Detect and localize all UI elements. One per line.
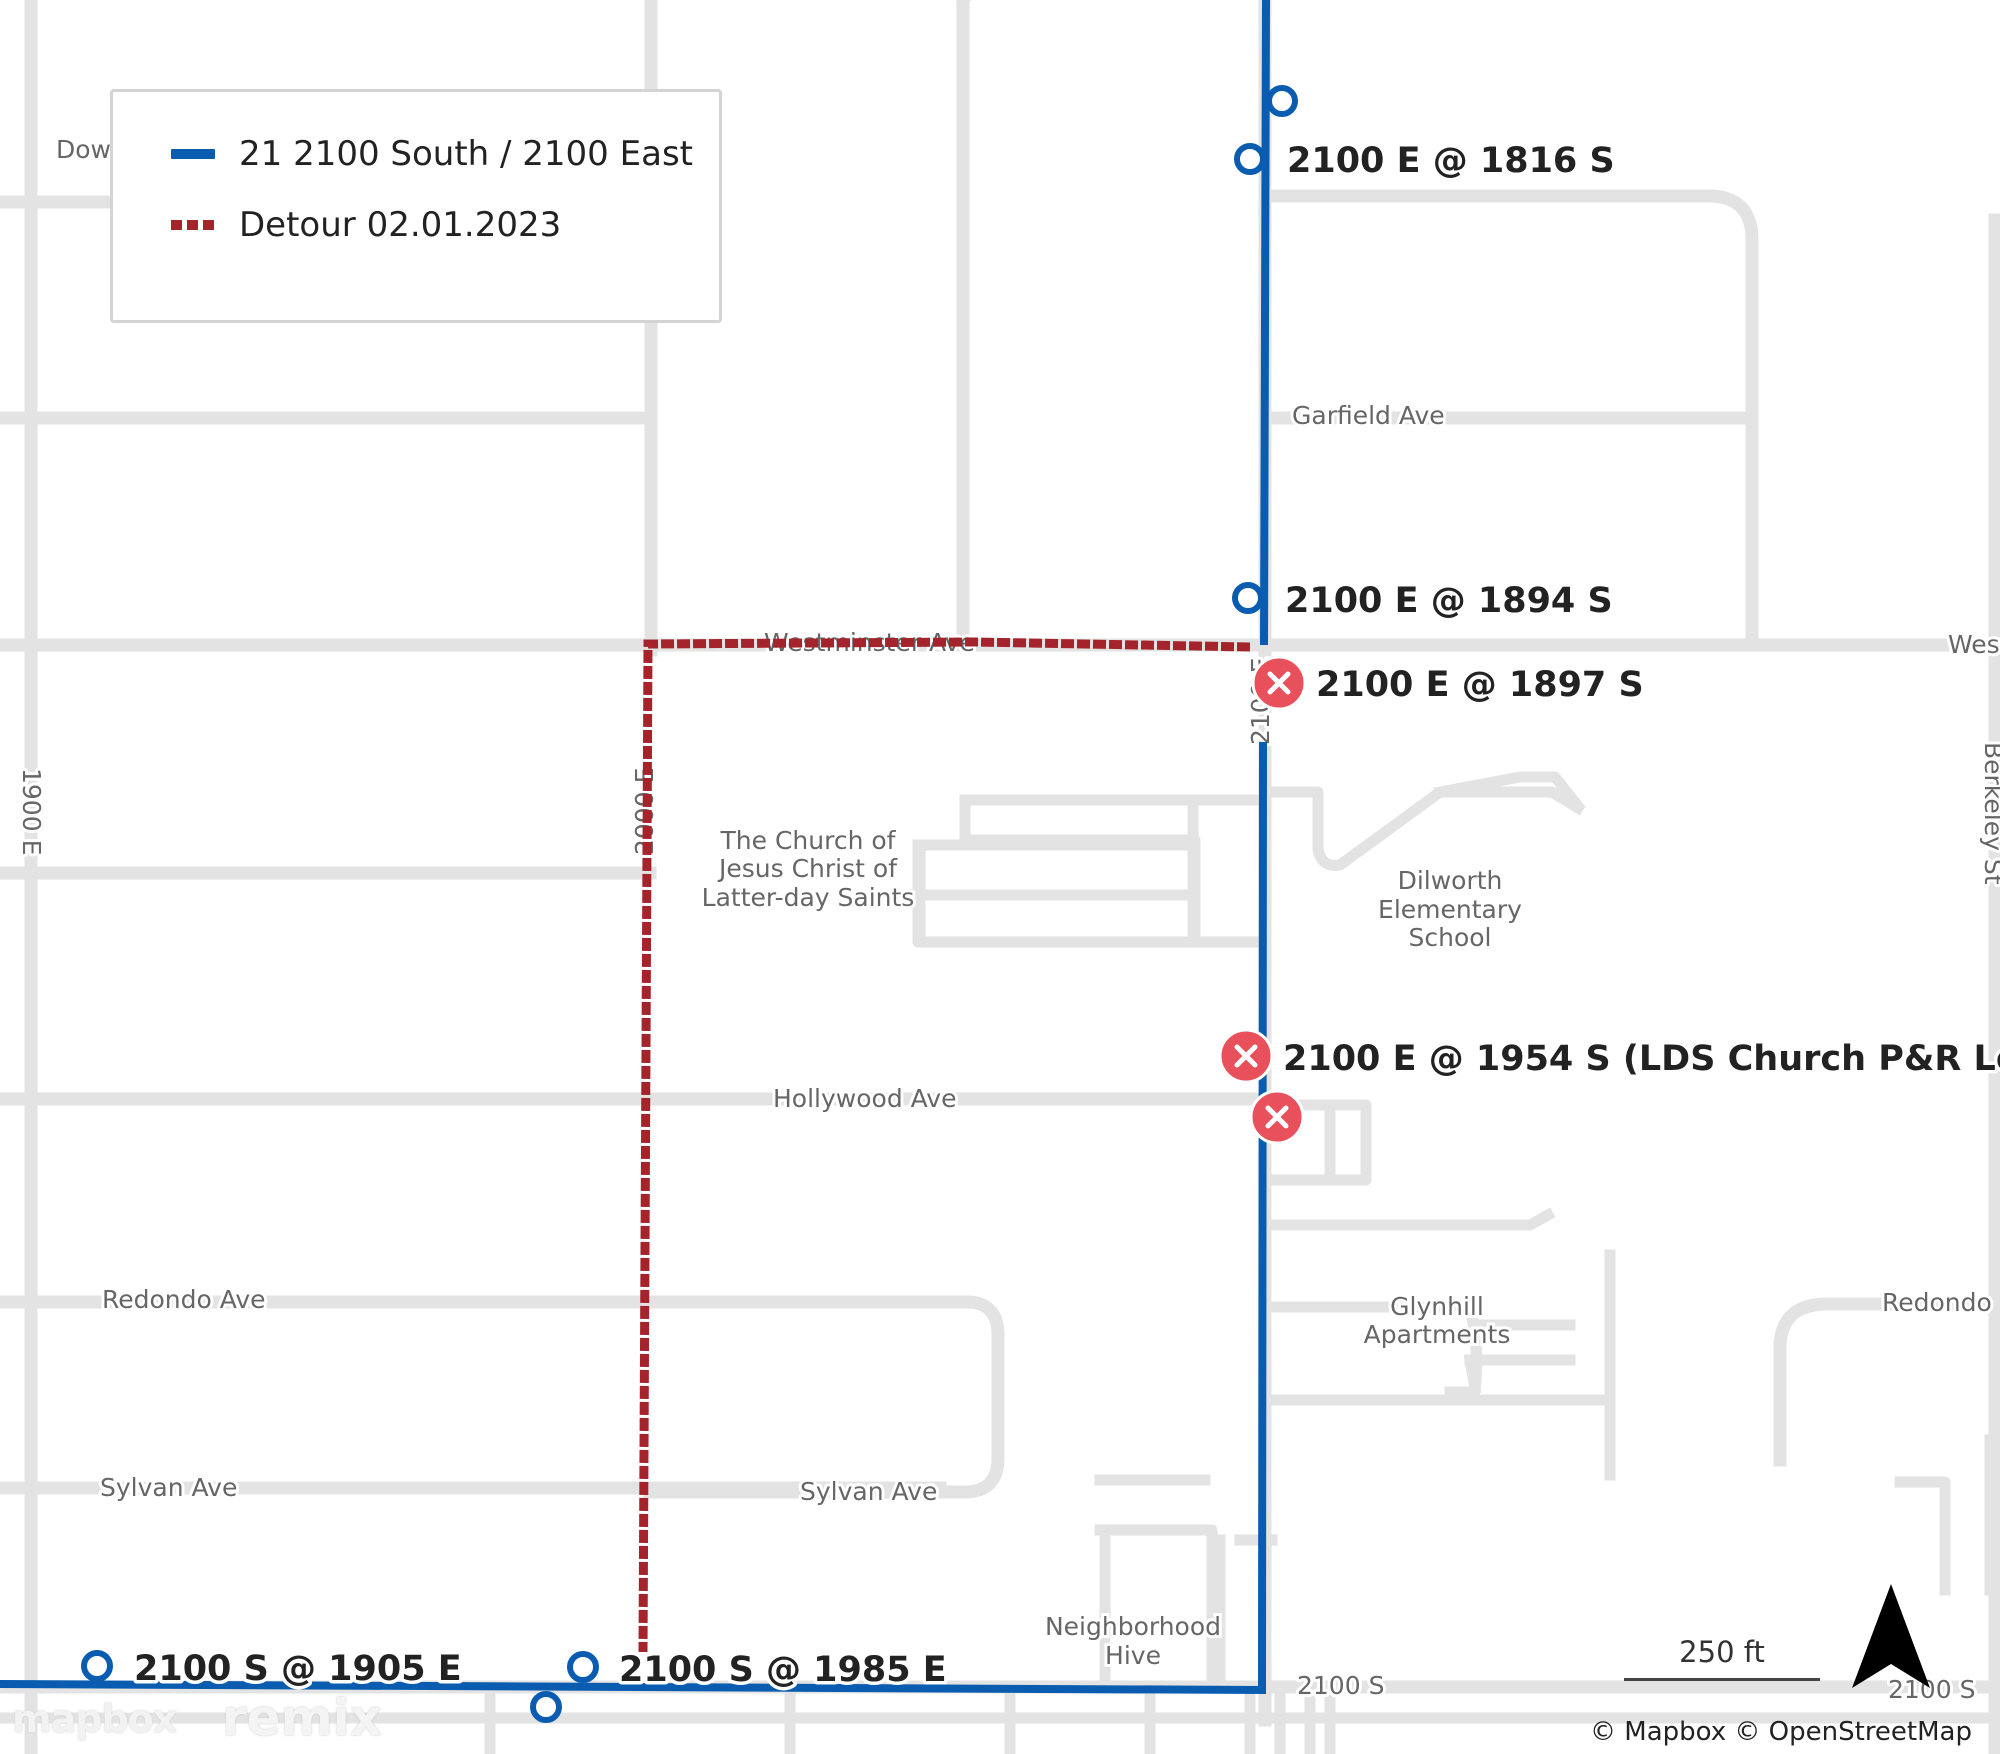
remix-logo[interactable]: remix bbox=[222, 1689, 383, 1747]
close-icon bbox=[1234, 1044, 1258, 1068]
poi-church-line-3: Latter-day Saints bbox=[702, 883, 915, 912]
street-label-sylvan-mid: Sylvan Ave bbox=[800, 1477, 937, 1506]
open-stops[interactable] bbox=[81, 85, 1298, 1723]
stop-label-1954s: 2100 E @ 1954 S (LDS Church P&R Lot bbox=[1283, 1039, 2000, 1079]
glynhill-drive-3 bbox=[1444, 1303, 1483, 1398]
stop-label-1894s: 2100 E @ 1894 S bbox=[1285, 581, 1613, 621]
legend-swatch-route bbox=[171, 149, 215, 159]
closed-stops[interactable] bbox=[1218, 655, 1307, 1145]
east-stubs bbox=[1894, 1434, 1996, 1596]
closed-stop-lot[interactable] bbox=[1249, 1089, 1305, 1145]
street-labels: Dow Garfield Ave Westminster Ave Wes Hol… bbox=[14, 132, 2000, 1707]
street-label-1900e: 1900 E bbox=[17, 768, 46, 855]
stop-label-1897s: 2100 E @ 1897 S bbox=[1316, 665, 1644, 705]
stop-marker-south[interactable] bbox=[530, 1691, 562, 1723]
scale-bar: 250 ft bbox=[1624, 1635, 1820, 1681]
map-legend: 21 2100 South / 2100 East Detour 02.01.2… bbox=[110, 89, 722, 323]
stop-marker-1985e[interactable] bbox=[567, 1651, 599, 1683]
legend-item-route: 21 2100 South / 2100 East bbox=[171, 134, 693, 174]
glynhill-drive-1 bbox=[1266, 1207, 1556, 1231]
legend-label-detour: Detour 02.01.2023 bbox=[239, 205, 562, 245]
scale-line bbox=[1624, 1678, 1820, 1681]
closed-stop-1897s[interactable] bbox=[1251, 655, 1307, 711]
poi-church-line-1: The Church of bbox=[720, 826, 897, 855]
poi-hive-line-1: Neighborhood bbox=[1045, 1612, 1221, 1641]
stop-label-1905e: 2100 S @ 1905 E bbox=[134, 1649, 462, 1689]
close-icon bbox=[1267, 671, 1291, 695]
street-label-sylvan-west: Sylvan Ave bbox=[100, 1473, 237, 1502]
street-label-berkeley: Berkeley St bbox=[1979, 742, 2000, 885]
stop-labels: 2100 E @ 1816 S 2100 E @ 1894 S 2100 E @… bbox=[131, 138, 2000, 1694]
sylvan-east-stub bbox=[1094, 1474, 1278, 1682]
road-1816-connector bbox=[1261, 189, 1759, 647]
street-label-2100s-east: 2100 S bbox=[1888, 1675, 1975, 1704]
legend-item-detour: Detour 02.01.2023 bbox=[171, 205, 561, 245]
poi-glynhill-line-1: Glynhill bbox=[1390, 1292, 1484, 1321]
scale-label: 250 ft bbox=[1679, 1635, 1765, 1669]
mapbox-logo[interactable]: mapbox bbox=[12, 1697, 177, 1741]
poi-dilworth-line-2: Elementary bbox=[1378, 895, 1522, 924]
street-label-hollywood: Hollywood Ave bbox=[773, 1084, 956, 1113]
stop-marker-1894s[interactable] bbox=[1232, 582, 1264, 614]
poi-dilworth-line-1: Dilworth bbox=[1398, 866, 1503, 895]
street-label-redondo-east: Redondo bbox=[1882, 1288, 1992, 1317]
street-label-2100s: 2100 S bbox=[1297, 1671, 1384, 1700]
stop-marker-1816s[interactable] bbox=[1234, 143, 1266, 175]
poi-hive-line-2: Hive bbox=[1105, 1641, 1161, 1670]
north-arrow-icon bbox=[1852, 1584, 1930, 1688]
stop-label-1816s: 2100 E @ 1816 S bbox=[1287, 141, 1615, 181]
poi-glynhill-line-2: Apartments bbox=[1364, 1320, 1511, 1349]
legend-swatch-detour bbox=[171, 220, 215, 230]
road-redondo-east bbox=[1773, 1297, 2000, 1467]
poi-church-line-2: Jesus Christ of bbox=[717, 854, 898, 883]
stop-label-1985e: 2100 S @ 1985 E bbox=[619, 1650, 947, 1690]
closed-stop-1954s[interactable] bbox=[1218, 1028, 1274, 1084]
close-icon bbox=[1265, 1105, 1289, 1129]
street-label-dow: Dow bbox=[56, 135, 111, 164]
school-drive bbox=[1266, 771, 1586, 871]
poi-labels: The Church of Jesus Christ of Latter-day… bbox=[699, 823, 1525, 1673]
road-redondo-west bbox=[0, 1295, 1005, 1499]
stop-marker-north[interactable] bbox=[1266, 85, 1298, 117]
poi-dilworth-line-3: School bbox=[1409, 923, 1492, 952]
church-lot-divider bbox=[914, 799, 1199, 946]
street-label-garfield: Garfield Ave bbox=[1292, 401, 1445, 430]
stop-marker-1905e[interactable] bbox=[81, 1650, 113, 1682]
map-attribution[interactable]: © Mapbox © OpenStreetMap bbox=[1590, 1717, 1972, 1747]
church-lot bbox=[912, 794, 1264, 948]
south-stubs bbox=[484, 1684, 1336, 1754]
street-label-westminster-east: Wes bbox=[1948, 630, 2000, 659]
legend-label-route: 21 2100 South / 2100 East bbox=[239, 134, 693, 174]
street-label-redondo-west: Redondo Ave bbox=[102, 1285, 266, 1314]
glynhill-drive-2 bbox=[1266, 1249, 1616, 1481]
detour-route-line[interactable] bbox=[638, 637, 1251, 1653]
